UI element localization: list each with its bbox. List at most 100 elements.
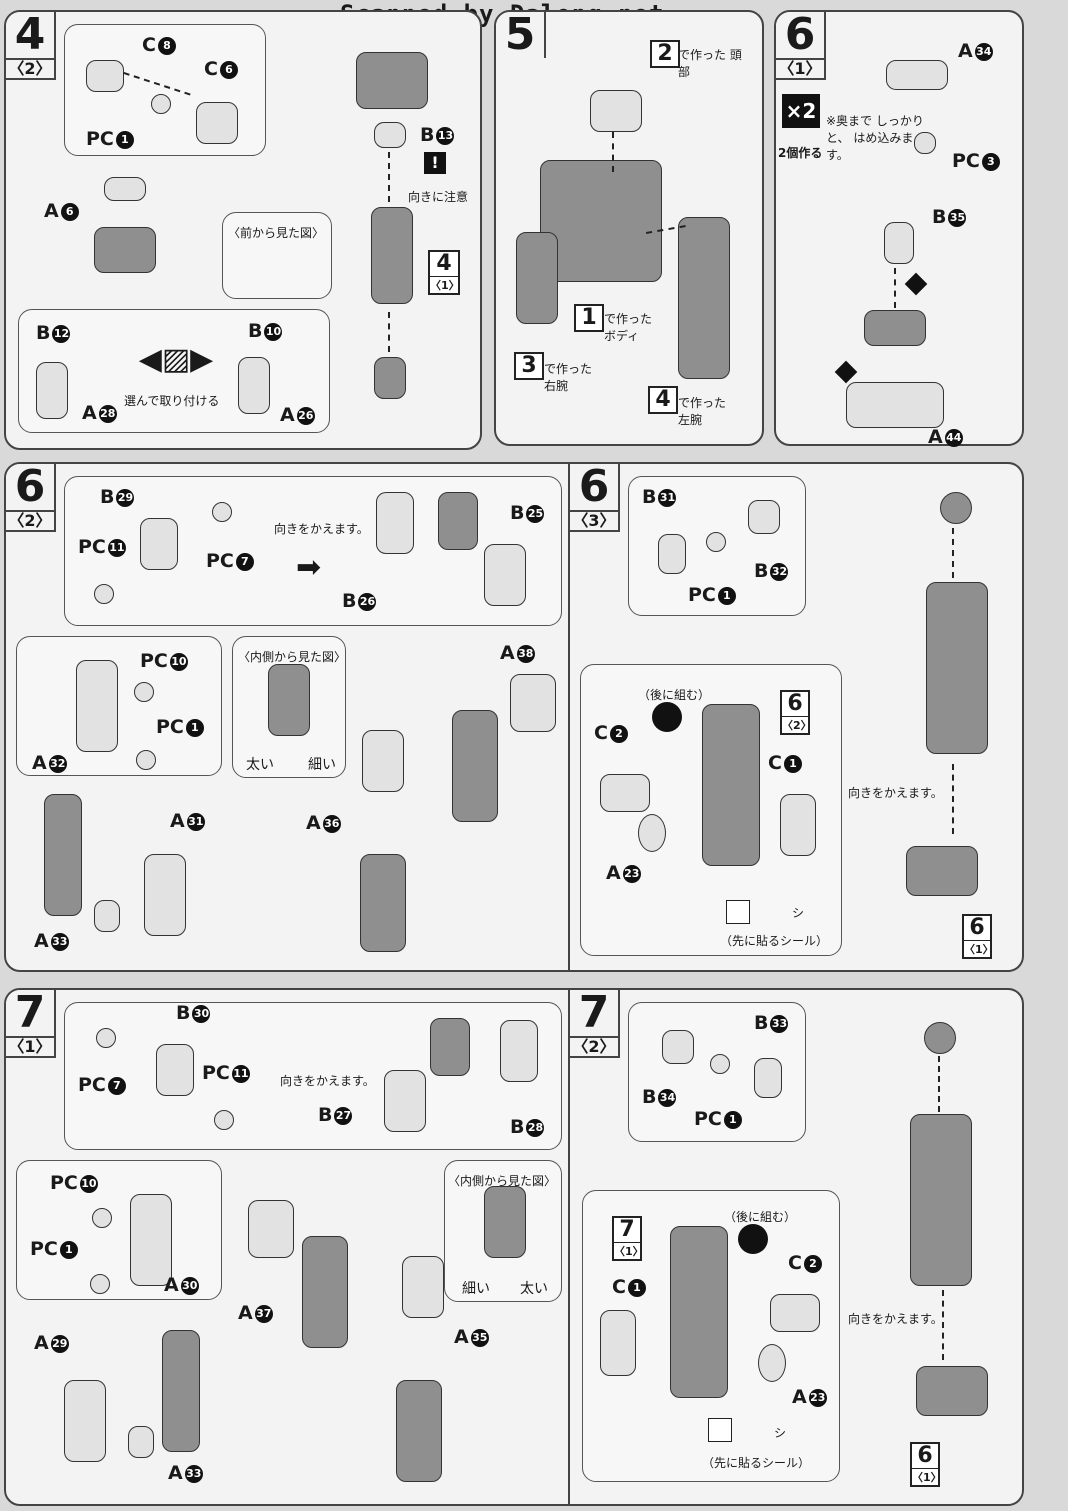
ref-right-arm: 3 <box>514 352 544 380</box>
step-number-box: 6 〈1〉 <box>776 12 826 80</box>
turn-note: 向きをかえます。 <box>280 1074 375 1088</box>
part-upper-b <box>376 492 414 554</box>
part-pc7 <box>212 502 232 522</box>
part-a36 <box>362 730 404 792</box>
step-substep: 〈2〉 <box>6 58 54 78</box>
step-substep: 〈1〉 <box>776 58 824 78</box>
step-number-box: 4 〈2〉 <box>6 12 56 80</box>
step-number: 6 <box>784 9 816 60</box>
step-number: 5 <box>504 9 536 60</box>
ref-head: 2 <box>650 40 680 68</box>
part-foot <box>916 1366 988 1416</box>
part-a6 <box>104 177 146 201</box>
part-left-arm <box>678 217 730 379</box>
part-a23 <box>758 1344 786 1382</box>
part-pc1 <box>706 532 726 552</box>
part-leg <box>396 1380 442 1482</box>
part-hand <box>374 357 406 399</box>
push-note: ※奥まで しっかりと、 はめ込みます。 <box>826 114 924 162</box>
step-number-box: 5 <box>496 12 546 58</box>
later-icon <box>738 1224 768 1254</box>
step-number: 7 <box>14 987 46 1038</box>
step-substep: 〈2〉 <box>570 1036 618 1056</box>
part-foot-upper <box>864 310 926 346</box>
part-b29 <box>140 518 178 570</box>
step-marker-2 <box>904 272 928 296</box>
part-b27 <box>384 1070 426 1132</box>
sub-frame-upper <box>64 1002 562 1150</box>
arrow <box>388 312 390 352</box>
later-note: （後に組む） <box>724 1210 797 1224</box>
step-substep: 〈1〉 <box>6 1036 54 1056</box>
thin-note: 細い <box>308 757 336 773</box>
part-joint <box>302 1236 348 1348</box>
part-c6 <box>196 102 238 144</box>
sub-frame-upper <box>64 476 562 626</box>
part-head <box>590 90 642 132</box>
part-b31 <box>658 534 686 574</box>
later-icon <box>652 702 682 732</box>
turn-note: 向きをかえます。 <box>848 1312 943 1326</box>
step-marker-1 <box>834 360 858 384</box>
arrow <box>612 132 614 172</box>
part-ankle-ball <box>940 492 972 524</box>
sticker-note: （先に貼るシール） <box>702 1456 811 1470</box>
step-substep: 〈2〉 <box>6 510 54 530</box>
part-shoulder <box>356 52 428 109</box>
part-a33-top <box>162 1330 200 1452</box>
arrow <box>952 764 954 834</box>
part-leg-assembly <box>702 704 760 866</box>
part-body <box>540 160 662 282</box>
part-arm <box>371 207 413 304</box>
make-two-note: 2個作る <box>778 146 823 160</box>
part-pc11 <box>214 1110 234 1130</box>
ref-left-arm: 4 <box>648 386 678 414</box>
part-b13 <box>374 122 406 148</box>
ref-step-6-2: 6〈2〉 <box>780 690 812 735</box>
part-a34 <box>886 60 948 90</box>
step-number-box: 6 〈2〉 <box>6 464 56 532</box>
turn-note: 向きをかえます。 <box>848 786 943 800</box>
part-a23 <box>638 814 666 852</box>
part-ankle-ball <box>924 1022 956 1054</box>
part-a31 <box>144 854 186 936</box>
make-two-badge: ×2 <box>782 94 820 128</box>
note-head: で作った 頭部 <box>678 48 742 79</box>
part-c2 <box>600 774 650 812</box>
sticker-note: （先に貼るシール） <box>720 934 829 948</box>
note-body: で作った ボディ <box>604 312 653 343</box>
part-foot <box>906 846 978 896</box>
part-hand-right <box>238 357 270 414</box>
arrow <box>894 268 896 308</box>
step-5-panel: 5 2 で作った 頭部 1 で作った ボディ 3 で作った 右腕 4 で作った … <box>494 10 764 446</box>
